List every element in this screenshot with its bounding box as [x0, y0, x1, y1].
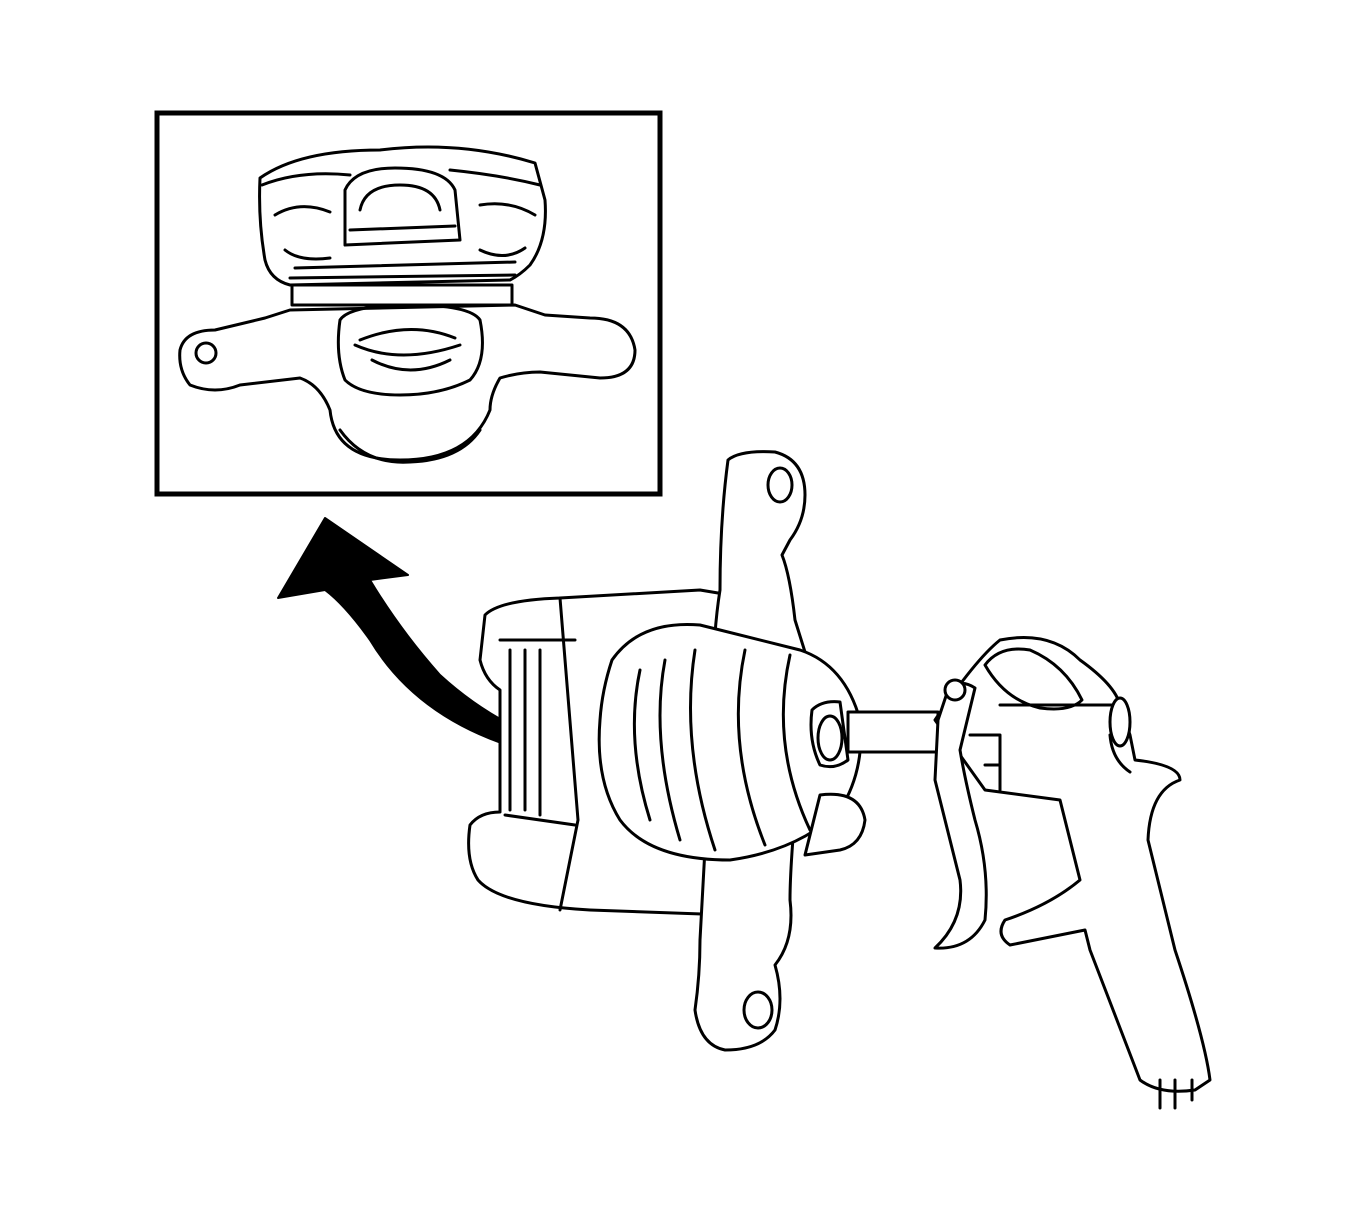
detail-inset	[154, 110, 663, 497]
caliper-icon	[467, 450, 940, 1052]
air-blow-gun-icon	[933, 636, 1212, 1110]
inset-frame	[154, 110, 663, 497]
caliper-detail-icon	[178, 145, 637, 464]
curved-arrow-icon	[277, 517, 581, 763]
